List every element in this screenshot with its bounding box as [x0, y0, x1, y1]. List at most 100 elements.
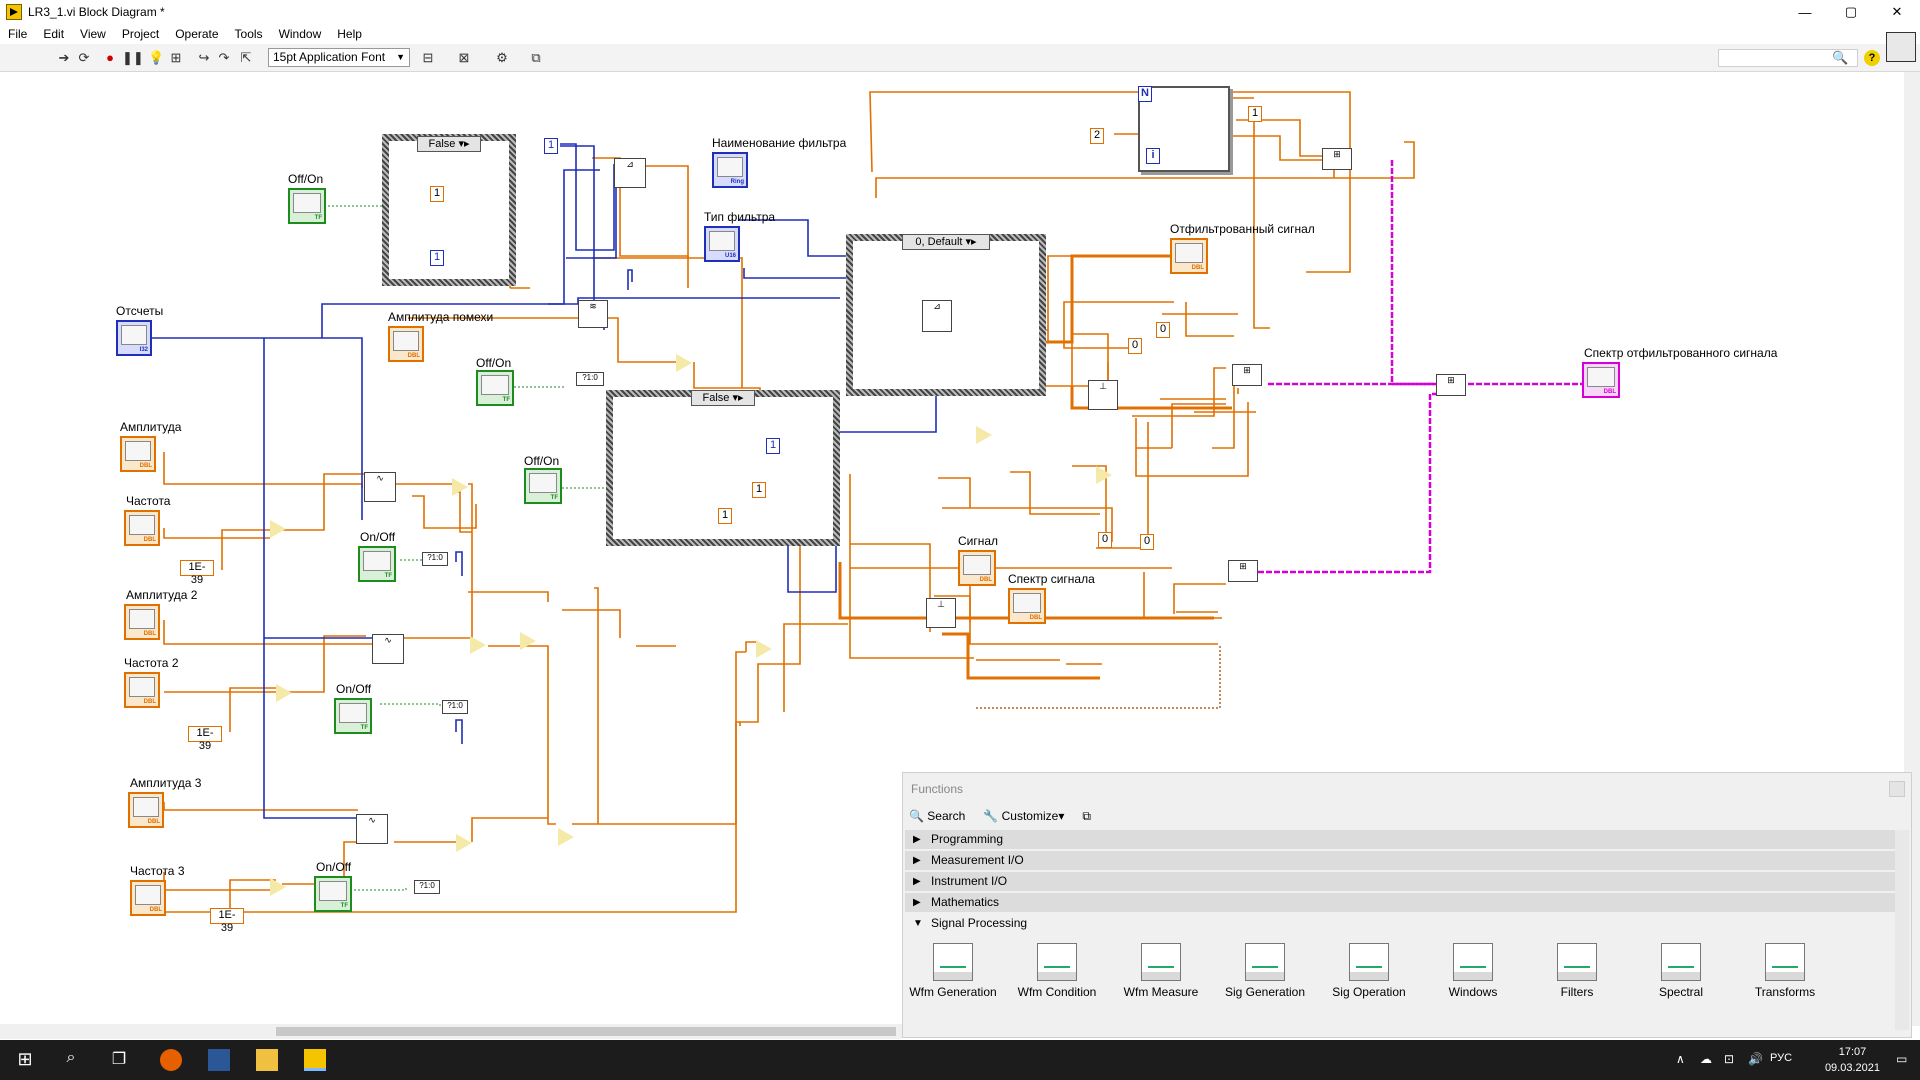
constant-loop-n[interactable]: 2: [1090, 128, 1104, 144]
palette-windows[interactable]: Windows: [1423, 943, 1523, 999]
menu-view[interactable]: View: [80, 27, 106, 41]
for-loop[interactable]: [1138, 86, 1230, 172]
multiply-node-3[interactable]: [470, 636, 486, 654]
add-node-4[interactable]: [756, 640, 772, 658]
chevron-up-icon[interactable]: ∧: [1676, 1052, 1685, 1066]
align-icon[interactable]: ⊟: [422, 50, 434, 65]
retain-wire-values-icon[interactable]: ⊞: [170, 50, 182, 65]
case-selector-2[interactable]: False ▾▸: [691, 390, 755, 406]
palette-search-button[interactable]: 🔍 Search: [909, 809, 966, 823]
constant-1-blue-case2[interactable]: 1: [766, 438, 780, 454]
horizontal-scrollbar[interactable]: [0, 1024, 902, 1039]
uniform-noise-node[interactable]: ≋: [578, 300, 608, 328]
minimize-button[interactable]: —: [1798, 4, 1812, 20]
pause-icon[interactable]: ❚❚: [122, 50, 144, 65]
file-explorer-icon[interactable]: [256, 1049, 278, 1071]
multiply-node-1[interactable]: [676, 354, 692, 372]
case-structure-2[interactable]: [606, 390, 840, 546]
firefox-icon[interactable]: [160, 1049, 182, 1071]
constant-zero-3[interactable]: 0: [1098, 532, 1112, 548]
constant-1-blue-top[interactable]: 1: [544, 138, 558, 154]
case-selector-1[interactable]: False ▾▸: [417, 136, 481, 152]
menu-help[interactable]: Help: [337, 27, 362, 41]
step-into-icon[interactable]: ↪: [198, 50, 210, 65]
palette-filters[interactable]: Filters: [1527, 943, 1627, 999]
search-input[interactable]: [1718, 49, 1858, 67]
case-structure-1[interactable]: [382, 134, 516, 286]
word-icon[interactable]: [208, 1049, 230, 1071]
build-array-node[interactable]: ⊞: [1436, 374, 1466, 396]
abort-icon[interactable]: ●: [106, 50, 114, 65]
palette-close-button[interactable]: [1889, 781, 1905, 797]
add-node-3[interactable]: [276, 684, 292, 702]
chastota2-terminal[interactable]: DBL: [124, 672, 160, 708]
build-waveform-node-2[interactable]: ⊞: [1228, 560, 1258, 582]
task-view-icon[interactable]: ❐: [111, 1051, 127, 1068]
pin-icon[interactable]: ⧉: [1082, 809, 1091, 823]
build-waveform-node-3[interactable]: ⊞: [1322, 148, 1352, 170]
add-node-5[interactable]: [976, 426, 992, 444]
constant-zero-1[interactable]: 0: [1156, 322, 1170, 338]
filter-vi-node-1[interactable]: ⊿: [614, 158, 646, 188]
notification-icon[interactable]: ▭: [1896, 1052, 1908, 1066]
category-instrument-io[interactable]: ▶Instrument I/O: [905, 872, 1895, 891]
category-programming[interactable]: ▶Programming: [905, 830, 1895, 849]
maximize-button[interactable]: ▢: [1844, 4, 1858, 19]
build-waveform-node-1[interactable]: ⊞: [1232, 364, 1262, 386]
cloud-icon[interactable]: ☁: [1700, 1052, 1712, 1066]
menu-file[interactable]: File: [8, 27, 28, 41]
constant-1-case2a[interactable]: 1: [752, 482, 766, 498]
off-on-3-terminal[interactable]: TF: [524, 468, 562, 504]
constant-1e-39-a[interactable]: 1E-39: [180, 560, 214, 586]
add-node-2[interactable]: [520, 632, 536, 650]
constant-zero-4[interactable]: 0: [1140, 534, 1154, 550]
on-off-1-terminal[interactable]: TF: [358, 546, 396, 582]
naimenovanie-terminal[interactable]: Ring: [712, 152, 748, 188]
sine-wave-node-3[interactable]: ∿: [356, 814, 388, 844]
run-arrow-icon[interactable]: ➔: [58, 50, 70, 65]
menu-operate[interactable]: Operate: [175, 27, 219, 41]
category-measurement-io[interactable]: ▶Measurement I/O: [905, 851, 1895, 870]
palette-customize-button[interactable]: 🔧 Customize▾: [983, 809, 1065, 823]
palette-sig-generation[interactable]: Sig Generation: [1215, 943, 1315, 999]
font-select[interactable]: 15pt Application Font ▼: [268, 48, 410, 67]
amplituda3-terminal[interactable]: DBL: [128, 792, 164, 828]
off-on-2-terminal[interactable]: TF: [476, 370, 514, 406]
add-node-7[interactable]: [270, 878, 286, 896]
palette-wfm-condition[interactable]: Wfm Condition: [1007, 943, 1107, 999]
palette-spectral[interactable]: Spectral: [1631, 943, 1731, 999]
step-out-icon[interactable]: ⇱: [240, 50, 252, 65]
multiply-node-4[interactable]: [456, 834, 472, 852]
palette-wfm-generation[interactable]: Wfm Generation: [903, 943, 1003, 999]
amp-pomekhi-terminal[interactable]: DBL: [388, 326, 424, 362]
case-selector-3[interactable]: 0, Default ▾▸: [902, 234, 990, 250]
otschety-terminal[interactable]: I32: [116, 320, 152, 356]
highlight-execution-icon[interactable]: 💡: [148, 50, 165, 65]
bool-to-number-node-2[interactable]: ?1:0: [422, 552, 448, 566]
menu-edit[interactable]: Edit: [43, 27, 65, 41]
constant-top-1[interactable]: 1: [1248, 106, 1262, 122]
constant-1-case1[interactable]: 1: [430, 186, 444, 202]
bool-to-number-node-4[interactable]: ?1:0: [414, 880, 440, 894]
help-icon[interactable]: ?: [1864, 50, 1880, 66]
bool-to-number-node-1[interactable]: ?1:0: [576, 372, 604, 386]
clock[interactable]: 17:07 09.03.2021: [1825, 1044, 1880, 1076]
add-node-6[interactable]: [558, 828, 574, 846]
on-off-3-terminal[interactable]: TF: [314, 876, 352, 912]
power-spectrum-node-1[interactable]: ⊥: [1088, 380, 1118, 410]
labview-taskbar-icon[interactable]: [304, 1049, 326, 1071]
language-indicator[interactable]: РУС: [1770, 1052, 1793, 1064]
cleanup-icon[interactable]: ⧉: [531, 50, 541, 65]
menu-window[interactable]: Window: [278, 27, 322, 41]
category-signal-processing[interactable]: ▼Signal Processing: [905, 914, 1895, 933]
off-on-1-terminal[interactable]: TF: [288, 188, 326, 224]
signal-indicator[interactable]: DBL: [958, 550, 996, 586]
constant-1e-39-b[interactable]: 1E-39: [188, 726, 222, 752]
spektr-signala-indicator[interactable]: DBL: [1008, 588, 1046, 624]
menu-tools[interactable]: Tools: [234, 27, 263, 41]
sine-wave-node-1[interactable]: ∿: [364, 472, 396, 502]
palette-wfm-measure[interactable]: Wfm Measure: [1111, 943, 1211, 999]
vi-icon[interactable]: [1886, 32, 1916, 62]
constant-zero-2[interactable]: 0: [1128, 338, 1142, 354]
amplituda-terminal[interactable]: DBL: [120, 436, 156, 472]
